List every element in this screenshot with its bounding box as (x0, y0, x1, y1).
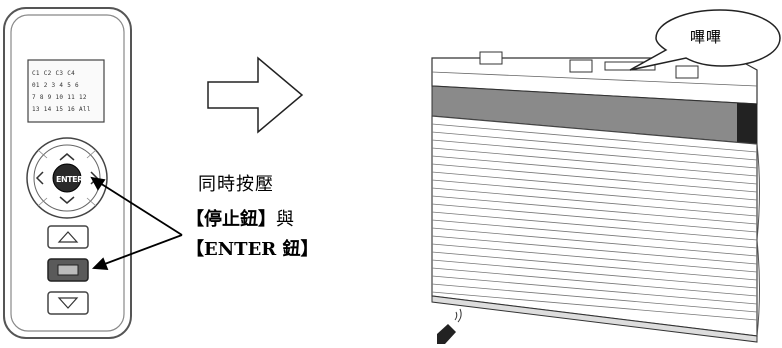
pointer-arrows (90, 176, 183, 271)
instruction-line-2: 【停止鈕】與 (186, 205, 294, 231)
conjunction-text: 與 (276, 209, 294, 230)
down-button (47, 291, 89, 315)
lcd-row: C1 C2 C3 C4 (32, 70, 76, 77)
stop-icon (57, 264, 79, 276)
speech-bubble (629, 9, 781, 71)
left-arrow-icon (35, 171, 44, 185)
enter-button (52, 163, 82, 193)
remote-control (3, 7, 132, 339)
down-triangle-icon (57, 297, 79, 309)
lcd-screen (27, 59, 105, 123)
cellular-shade (431, 51, 760, 343)
up-arrow-icon (59, 153, 75, 161)
right-arrow-icon (207, 56, 304, 134)
up-button (47, 225, 89, 249)
lcd-row: 01 2 3 4 5 6 (32, 82, 79, 89)
stop-button-reference: 【停止鈕】 (186, 209, 276, 230)
enter-button-label: ENTER (56, 175, 83, 184)
down-arrow-icon (59, 196, 75, 204)
instruction-line-3: 【ENTER 鈕】 (186, 239, 319, 260)
instruction-line-1: 同時按壓 (198, 174, 274, 195)
handheld-remote-icon (437, 308, 462, 344)
lcd-row: 13 14 15 16 All (32, 106, 91, 113)
speech-bubble-text: 嗶嗶 (690, 28, 723, 46)
lcd-row: 7 8 9 10 11 12 (32, 94, 87, 101)
up-triangle-icon (57, 231, 79, 243)
